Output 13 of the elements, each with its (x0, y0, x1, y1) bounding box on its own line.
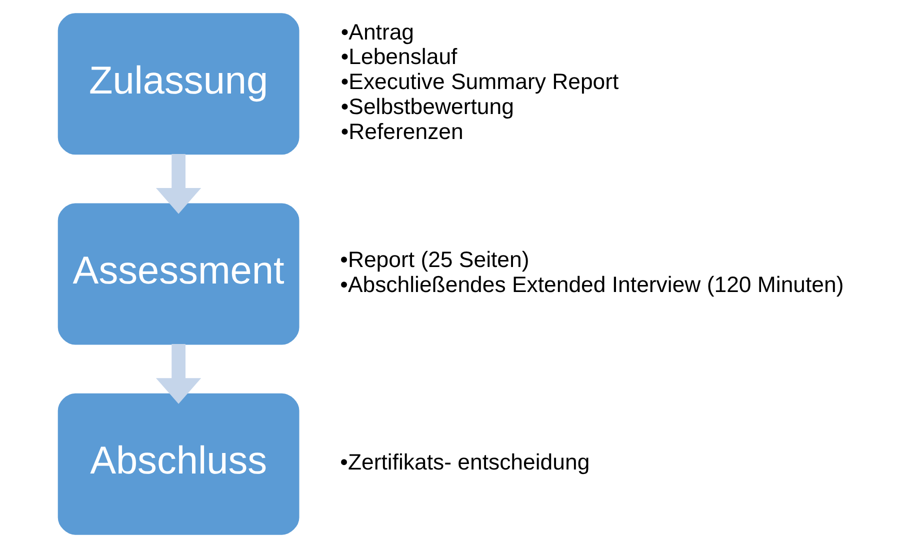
arrow (156, 154, 201, 214)
node-label: •Antrag (340, 19, 414, 44)
node-box: Assessment (57, 203, 299, 345)
node-label: •Zertifikats- entscheidung (340, 449, 590, 474)
node-label: •Lebenslauf (340, 44, 457, 70)
node-label: •Abschließendes Extended Interview (120 Minuten) (340, 272, 844, 297)
arrow (156, 344, 201, 404)
node-label: •Referenzen (340, 119, 463, 144)
node-label: •Report (25 Seiten) (340, 246, 529, 272)
node-box: Abschluss (57, 393, 299, 535)
node-box: Zulassung (57, 13, 299, 155)
node-label: •Selbstbewertung (340, 94, 514, 120)
node-label: •Executive Summary Report (340, 69, 618, 94)
